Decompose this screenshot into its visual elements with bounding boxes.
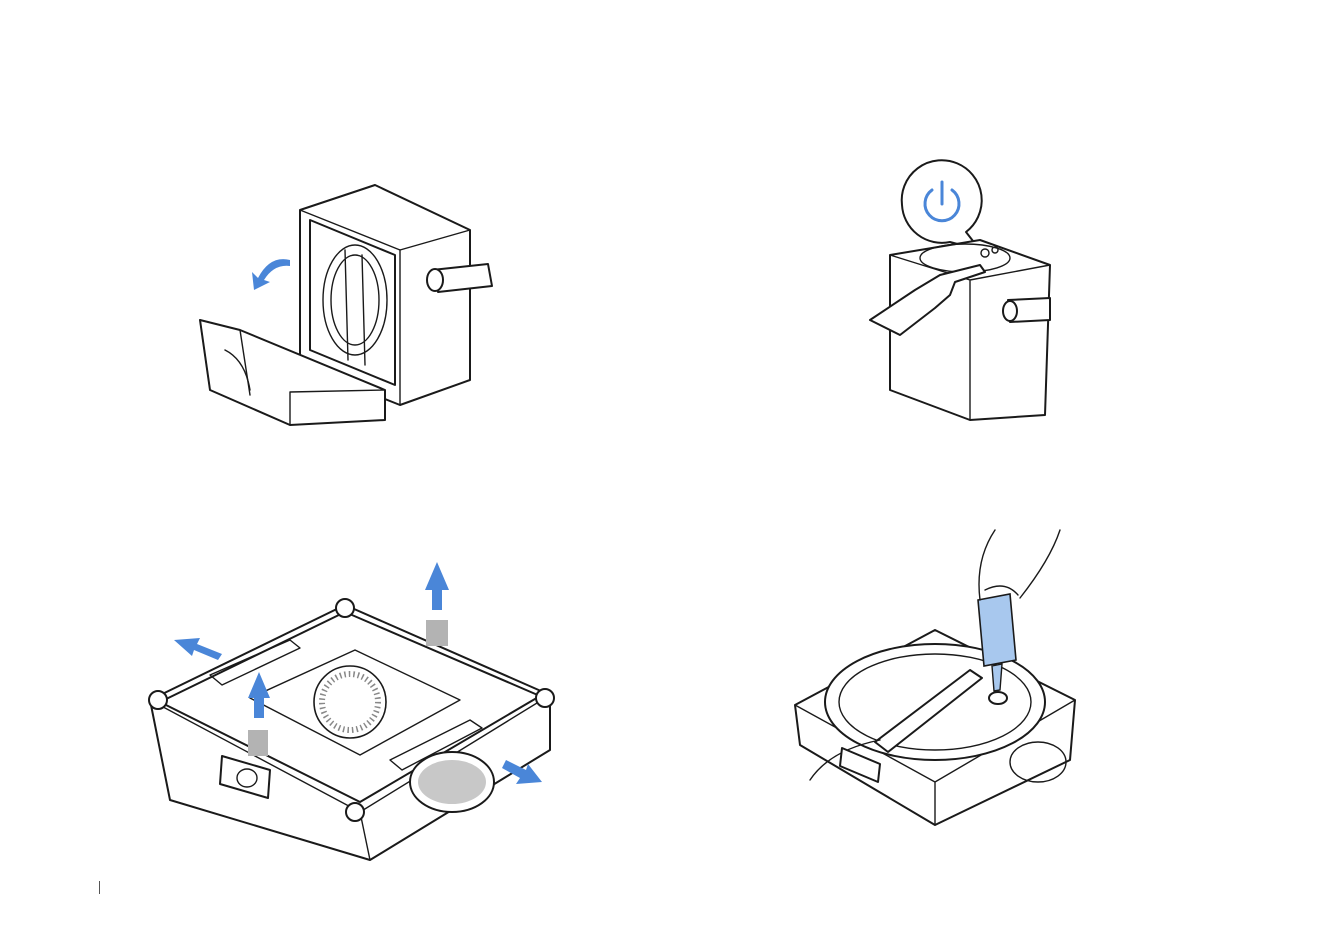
figure-fill-water bbox=[780, 520, 1090, 840]
robot-bottom-illustration bbox=[130, 550, 570, 880]
page-margin-mark bbox=[99, 881, 100, 894]
fill-water-illustration bbox=[780, 520, 1090, 840]
figure-remove-tapes bbox=[130, 550, 570, 880]
bottle-icon bbox=[978, 594, 1016, 666]
figure-press-power bbox=[840, 150, 1080, 440]
figure-open-lid bbox=[170, 160, 530, 450]
power-illustration bbox=[840, 150, 1080, 440]
case-illustration bbox=[170, 160, 530, 450]
arrow-curved-icon bbox=[252, 259, 290, 290]
